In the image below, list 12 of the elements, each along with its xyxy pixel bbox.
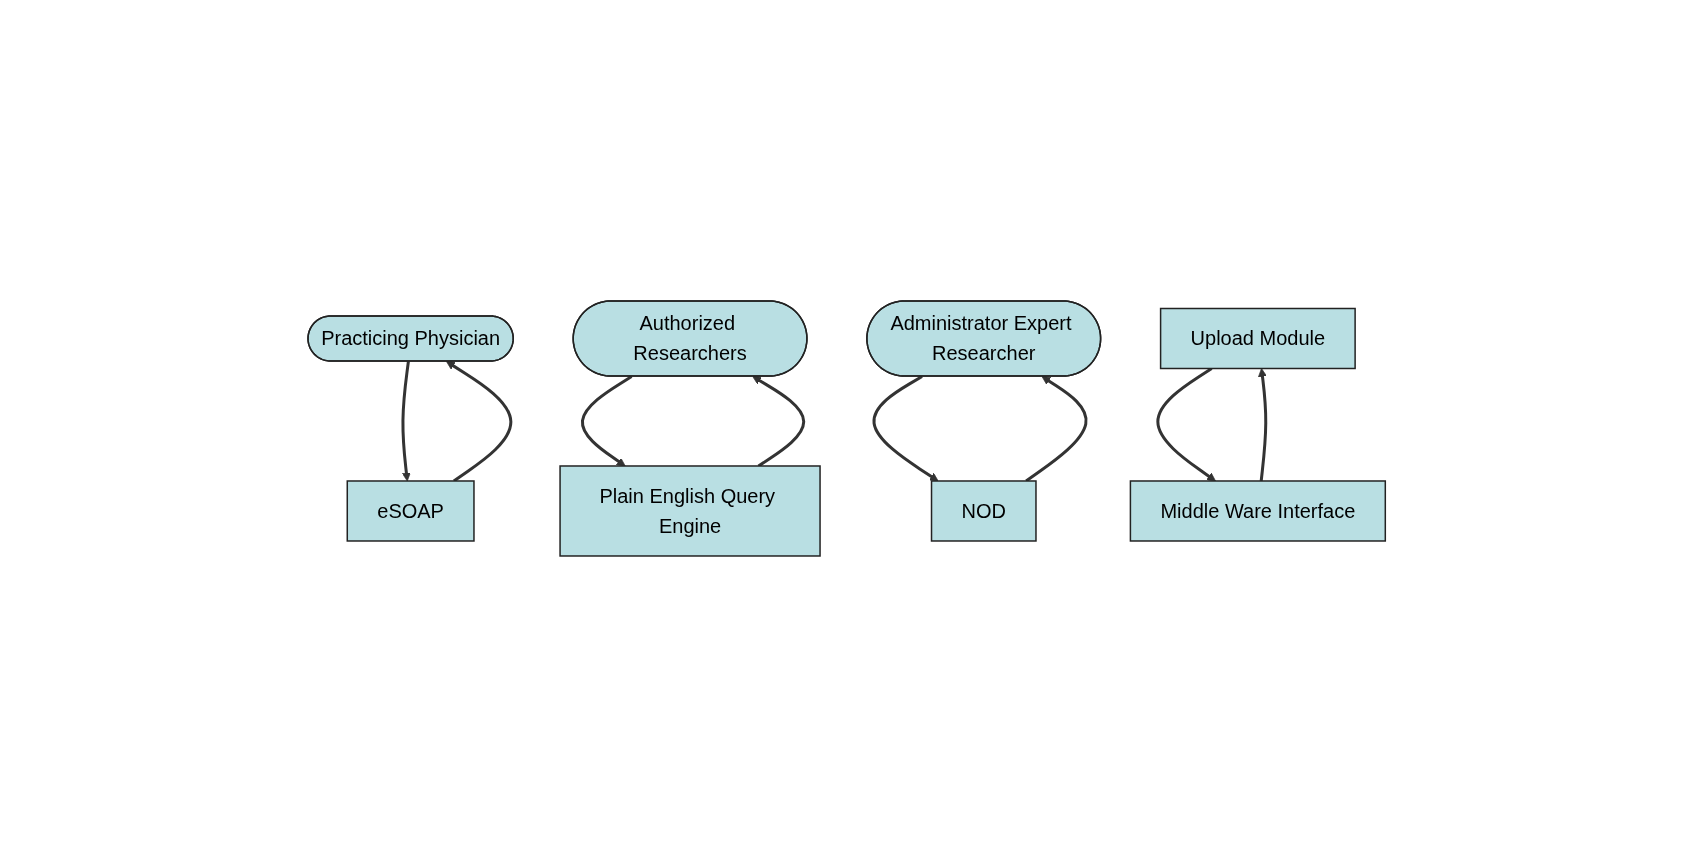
- arrow: [446, 360, 513, 482]
- arrow: [872, 374, 939, 481]
- node-box: Middle Ware Interface: [1130, 479, 1387, 542]
- arrow: [581, 374, 633, 466]
- node-box: Plain English Query Engine: [559, 464, 822, 557]
- arrow: [1025, 375, 1088, 482]
- node-box: Upload Module: [1160, 307, 1357, 369]
- arrow: [1258, 367, 1268, 481]
- node-box: eSOAP: [346, 479, 476, 542]
- node-box: NOD: [931, 479, 1038, 542]
- arrow: [752, 375, 806, 467]
- arrow: [401, 360, 412, 481]
